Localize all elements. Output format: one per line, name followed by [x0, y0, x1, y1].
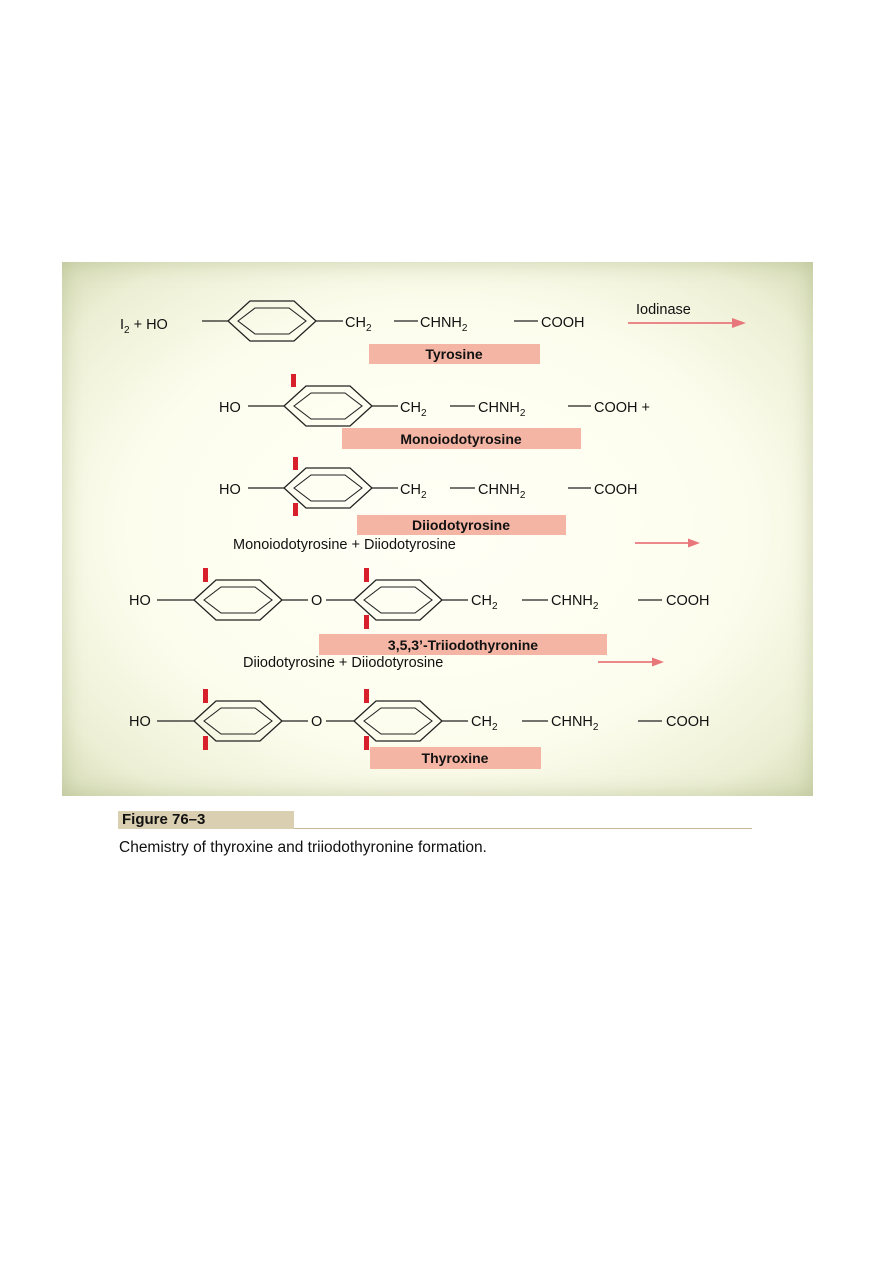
thyroxine-label-box [370, 747, 541, 769]
benzene-ring [283, 467, 373, 509]
inner-ring [353, 700, 443, 742]
tyrosine-label: Tyrosine [425, 346, 483, 362]
ch2-group: CH2 [400, 400, 427, 419]
chnh2-group: CHNH2 [551, 714, 599, 733]
iodine-mark [364, 736, 369, 750]
cooh-group: COOH [666, 714, 710, 730]
outer-ring [193, 700, 283, 742]
ether-oxygen: O [311, 714, 322, 730]
iodine-mark [364, 568, 369, 582]
coupling-text: Monoiodotyrosine + Diiodotyrosine [233, 537, 456, 553]
cooh-group: COOH [594, 482, 638, 498]
chnh2-group: CHNH2 [478, 400, 526, 419]
iodine-mark [203, 689, 208, 703]
inner-ring [353, 579, 443, 621]
iodine-mark [364, 615, 369, 629]
outer-ring [193, 579, 283, 621]
diiodotyrosine-label: Diiodotyrosine [412, 517, 510, 533]
iodine-mark [203, 736, 208, 750]
ch2-group: CH2 [400, 482, 427, 501]
monoiodotyrosine-label-box [342, 428, 581, 449]
cooh-group: COOH [541, 315, 585, 331]
triiodothyronine-label-box [319, 634, 607, 655]
iodine-mark [364, 689, 369, 703]
benzene-ring [227, 300, 317, 342]
figure-label: Figure 76–3 [122, 811, 206, 828]
benzene-ring [283, 385, 373, 427]
cooh-group: COOH [666, 593, 710, 609]
monoiodotyrosine-label: Monoiodotyrosine [400, 431, 522, 447]
svg-text:HO: HO [129, 714, 151, 730]
figure-label-box: Figure 76–3 [118, 811, 294, 829]
svg-text:HO: HO [129, 593, 151, 609]
svg-text:HO: HO [219, 400, 241, 416]
iodine-reactant: I2+ HO [120, 317, 168, 336]
ether-oxygen: O [311, 593, 322, 609]
tyrosine-structure: I2+ HO CH2 CHNH2 COOH Iodinase Tyrosine [120, 300, 746, 364]
thyroxine-label: Thyroxine [422, 750, 489, 766]
figure-rule [294, 828, 752, 829]
cooh-group: COOH + [594, 400, 650, 416]
chnh2-group: CHNH2 [551, 593, 599, 612]
triiodothyronine-structure: HO O CH2 CHNH2 COOH 3,5,3’-Triiodothyron… [129, 568, 710, 671]
enzyme-label: Iodinase [636, 302, 691, 318]
reaction-diagram: I2+ HO CH2 CHNH2 COOH Iodinase Tyrosine … [120, 300, 746, 769]
iodine-mark [293, 503, 298, 516]
diiodotyrosine-label-box [357, 515, 566, 535]
diiodotyrosine-structure: HO CH2 CHNH2 COOH Diiodotyrosine Monoiod… [219, 457, 700, 553]
iodine-mark [291, 374, 296, 387]
ch2-group: CH2 [345, 315, 372, 334]
ch2-group: CH2 [471, 593, 498, 612]
iodine-mark [293, 457, 298, 470]
ch2-group: CH2 [471, 714, 498, 733]
monoiodotyrosine-structure: HO CH2 CHNH2 COOH + Monoiodotyrosine [219, 374, 650, 449]
tyrosine-label-box [369, 344, 540, 364]
figure-panel: I2+ HO CH2 CHNH2 COOH Iodinase Tyrosine … [62, 262, 813, 796]
iodine-mark [203, 568, 208, 582]
figure-caption: Chemistry of thyroxine and triiodothyron… [119, 839, 487, 856]
thyroxine-structure: HO O CH2 CHNH2 COOH Thyroxine [129, 689, 710, 769]
chnh2-group: CHNH2 [420, 315, 468, 334]
triiodothyronine-label: 3,5,3’-Triiodothyronine [388, 637, 538, 653]
coupling-text: Diiodotyrosine + Diiodotyrosine [243, 655, 443, 671]
svg-text:HO: HO [219, 482, 241, 498]
chnh2-group: CHNH2 [478, 482, 526, 501]
